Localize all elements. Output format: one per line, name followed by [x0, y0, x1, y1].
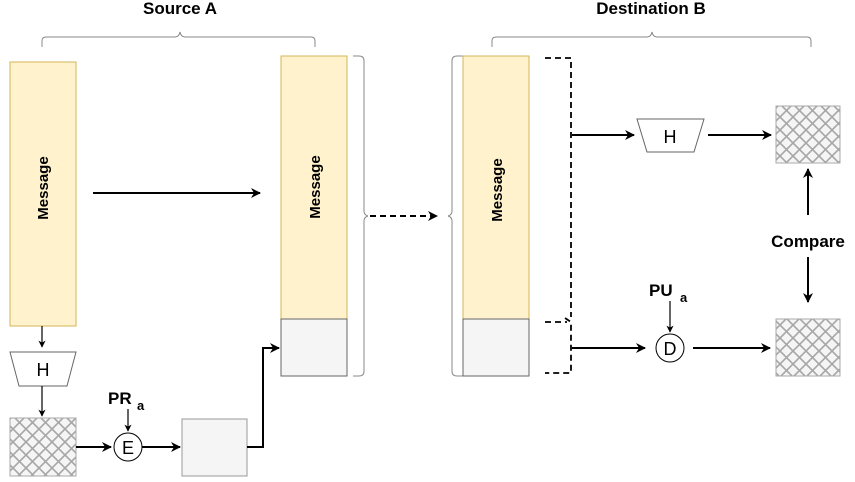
destination-bundle-message-label: Message [489, 158, 506, 221]
source-message-block: Message [9, 61, 77, 327]
signature-dashed-bracket [545, 317, 572, 374]
encrypt-label: E [122, 438, 134, 458]
source-brace [41, 31, 316, 47]
destination-hash-label: H [664, 127, 677, 147]
destination-bundle: Message [462, 55, 530, 377]
destination-bundle-message [462, 55, 530, 320]
source-title: Source A [143, 0, 217, 18]
source-bundle-signature [280, 318, 348, 377]
decrypt-operation: D [655, 333, 685, 363]
source-bundle-message-label: Message [307, 155, 324, 218]
destination-bundle-signature [462, 318, 530, 377]
private-key-main: PR [108, 389, 132, 408]
destination-bundle-brace [447, 55, 463, 377]
source-bundle-message [280, 55, 348, 320]
public-key-sub: a [680, 290, 688, 305]
computed-hash-digest [775, 105, 841, 164]
source-signature [181, 418, 248, 477]
compare-label: Compare [771, 232, 845, 251]
source-hash-function: H [9, 351, 77, 387]
decrypted-hash-digest [775, 318, 841, 377]
public-key-label: PU a [649, 281, 688, 305]
source-bundle: Message [280, 55, 348, 377]
arrow-signature-to-bundle [247, 343, 280, 448]
decrypt-label: D [664, 339, 677, 359]
source-hash-label: H [37, 360, 50, 380]
private-key-sub: a [137, 398, 145, 413]
encrypt-operation: E [113, 432, 143, 462]
destination-hash-function: H [636, 118, 705, 153]
source-hash-digest [9, 417, 77, 477]
source-bundle-brace [353, 55, 369, 377]
message-dashed-bracket [545, 57, 572, 317]
public-key-main: PU [649, 281, 673, 300]
private-key-label: PR a [108, 389, 145, 413]
destination-brace [491, 31, 812, 47]
destination-title: Destination B [596, 0, 706, 18]
source-message-label: Message [35, 156, 52, 219]
